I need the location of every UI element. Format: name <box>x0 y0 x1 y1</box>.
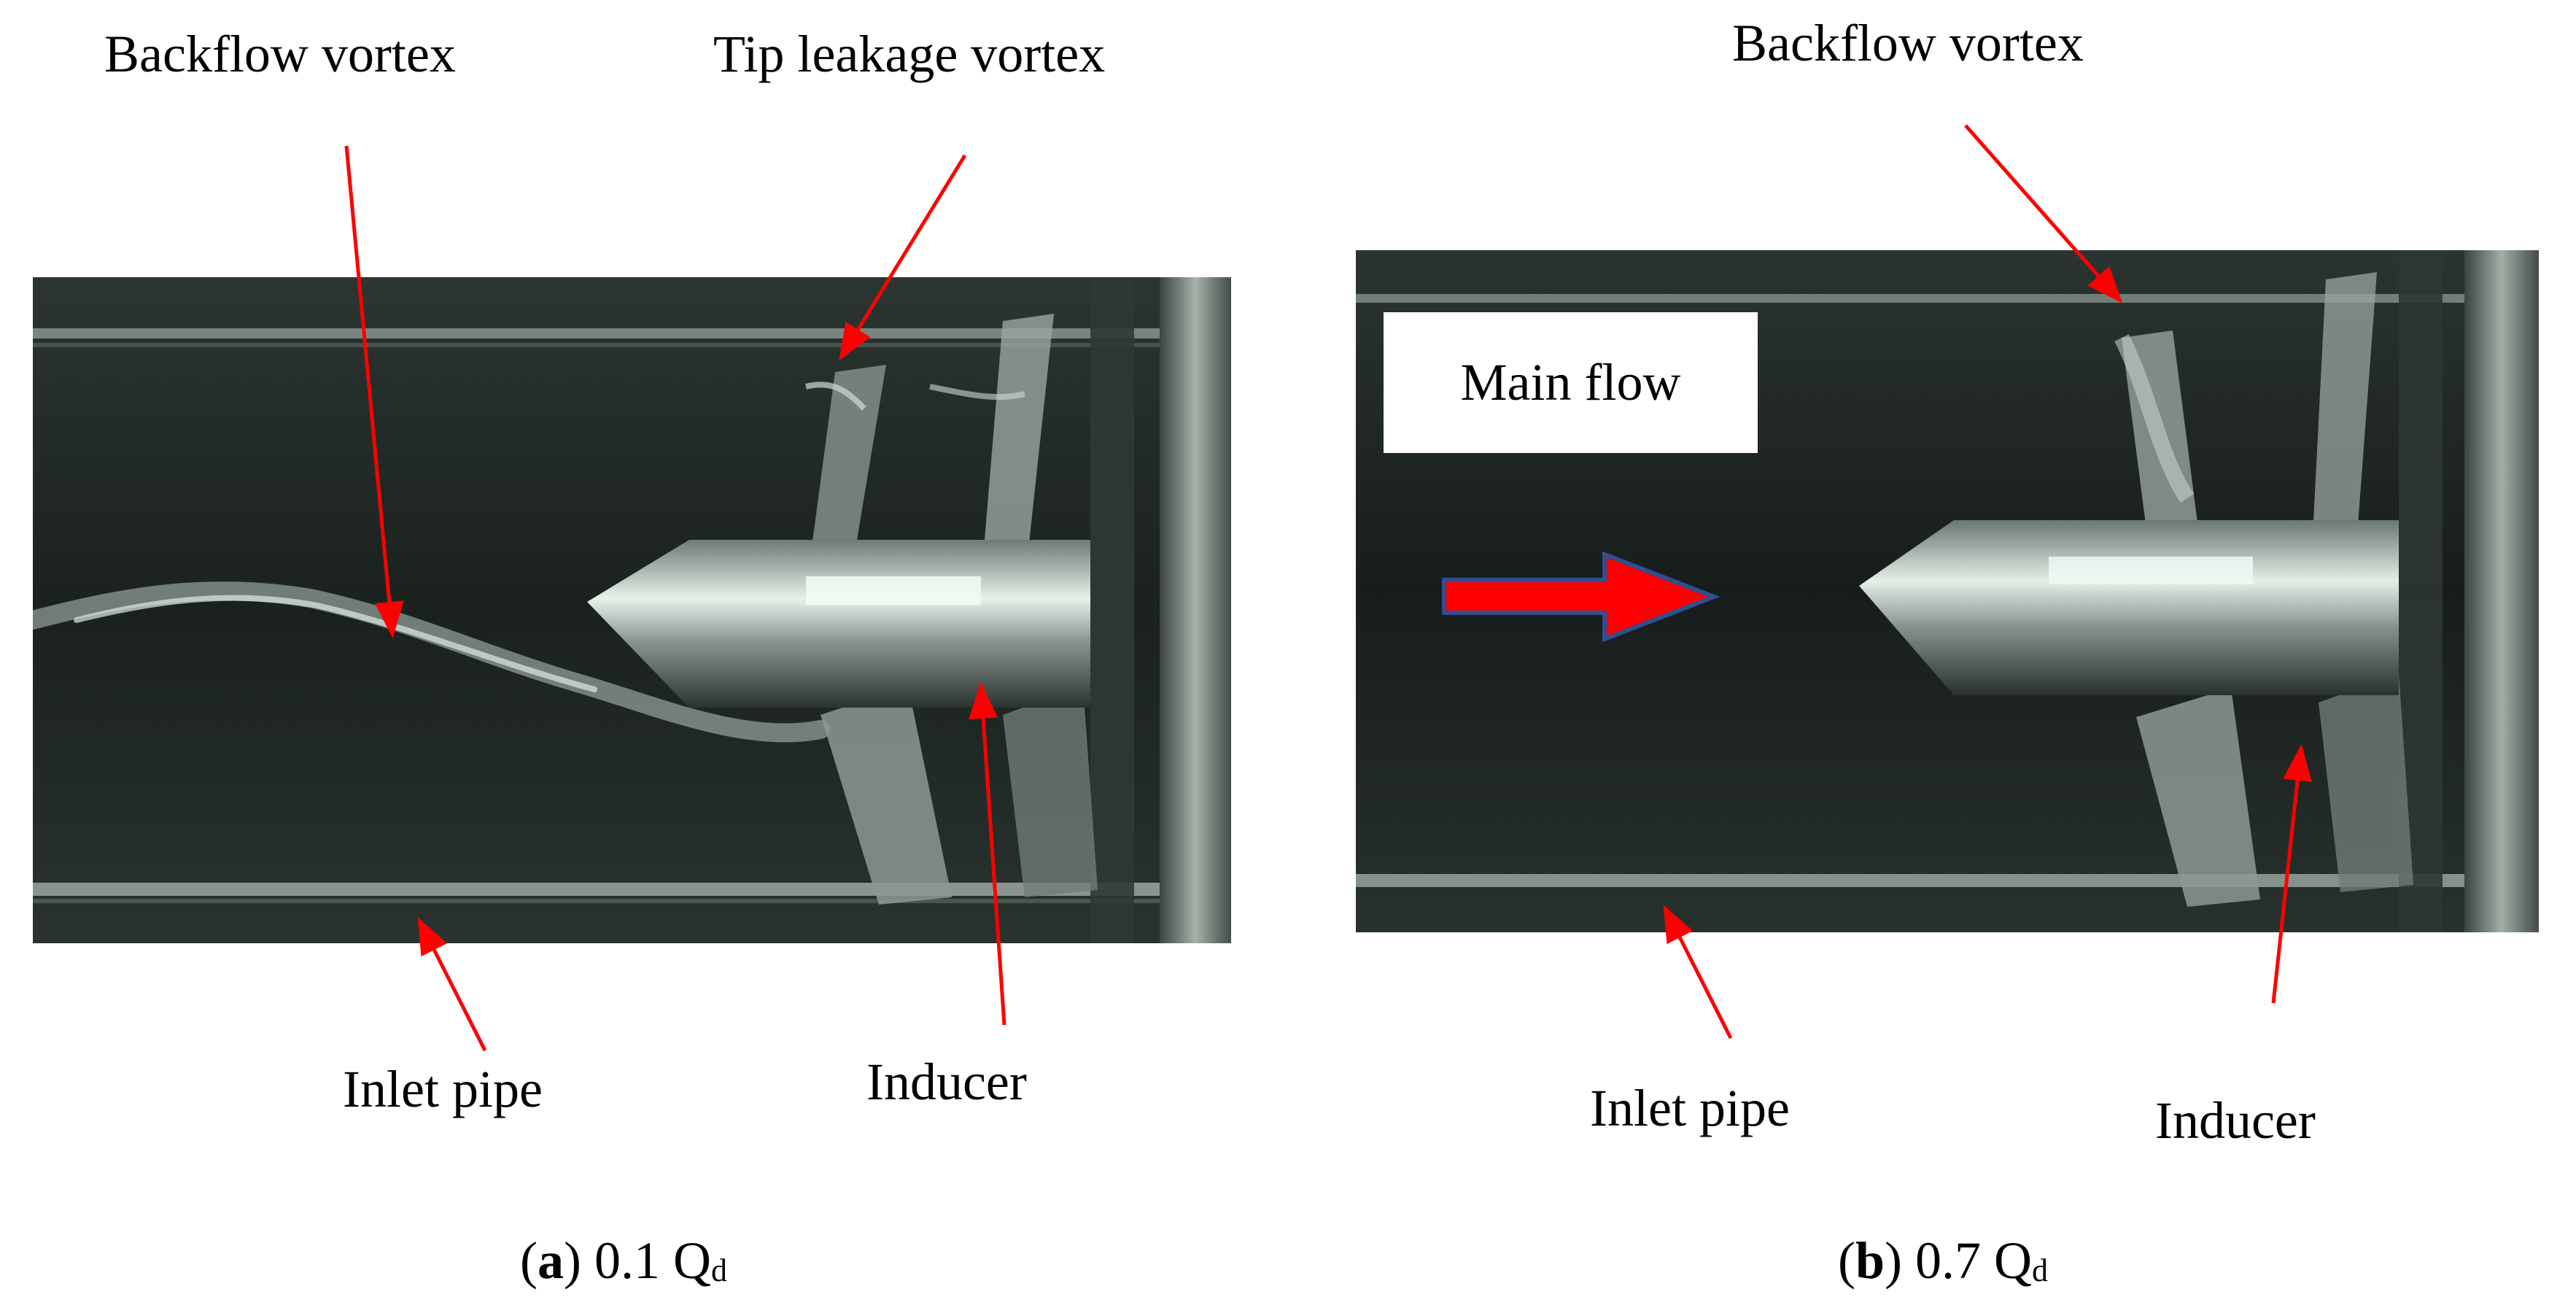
photo-a-inducer-backflow <box>33 277 1231 943</box>
label-a-inducer: Inducer <box>866 1053 1027 1111</box>
caption-a-subscript: d <box>710 1253 727 1288</box>
main-flow-label-box: Main flow <box>1384 312 1758 453</box>
arrow-b-backflow-vortex <box>1964 124 2123 303</box>
arrow-a-tip-leakage-vortex <box>839 154 967 361</box>
main-flow-arrow <box>1442 551 1720 643</box>
caption-b-subscript: d <box>2032 1253 2049 1288</box>
label-a-backflow-vortex: Backflow vortex <box>104 25 456 83</box>
arrow-a-backflow-vortex <box>344 145 404 638</box>
caption-a: (a) 0.1 Qd <box>520 1231 727 1290</box>
label-b-inducer: Inducer <box>2155 1091 2316 1150</box>
label-a-tip-leakage-vortex: Tip leakage vortex <box>713 25 1106 83</box>
caption-b-value: 0.7 Q <box>1915 1231 2033 1290</box>
arrow-a-inducer <box>969 682 1006 1026</box>
label-b-backflow-vortex: Backflow vortex <box>1732 14 2084 72</box>
caption-b-letter: b <box>1855 1231 1885 1290</box>
arrow-b-inducer <box>2271 744 2313 1004</box>
arrow-a-inlet-pipe <box>417 917 487 1052</box>
main-flow-label: Main flow <box>1460 353 1681 411</box>
label-b-inlet-pipe: Inlet pipe <box>1590 1079 1790 1137</box>
caption-b: (b) 0.7 Qd <box>1838 1231 2049 1290</box>
caption-a-letter: a <box>537 1231 564 1290</box>
arrow-b-inlet-pipe <box>1663 905 1733 1040</box>
caption-a-value: 0.1 Q <box>594 1231 711 1290</box>
label-a-inlet-pipe: Inlet pipe <box>343 1060 543 1118</box>
